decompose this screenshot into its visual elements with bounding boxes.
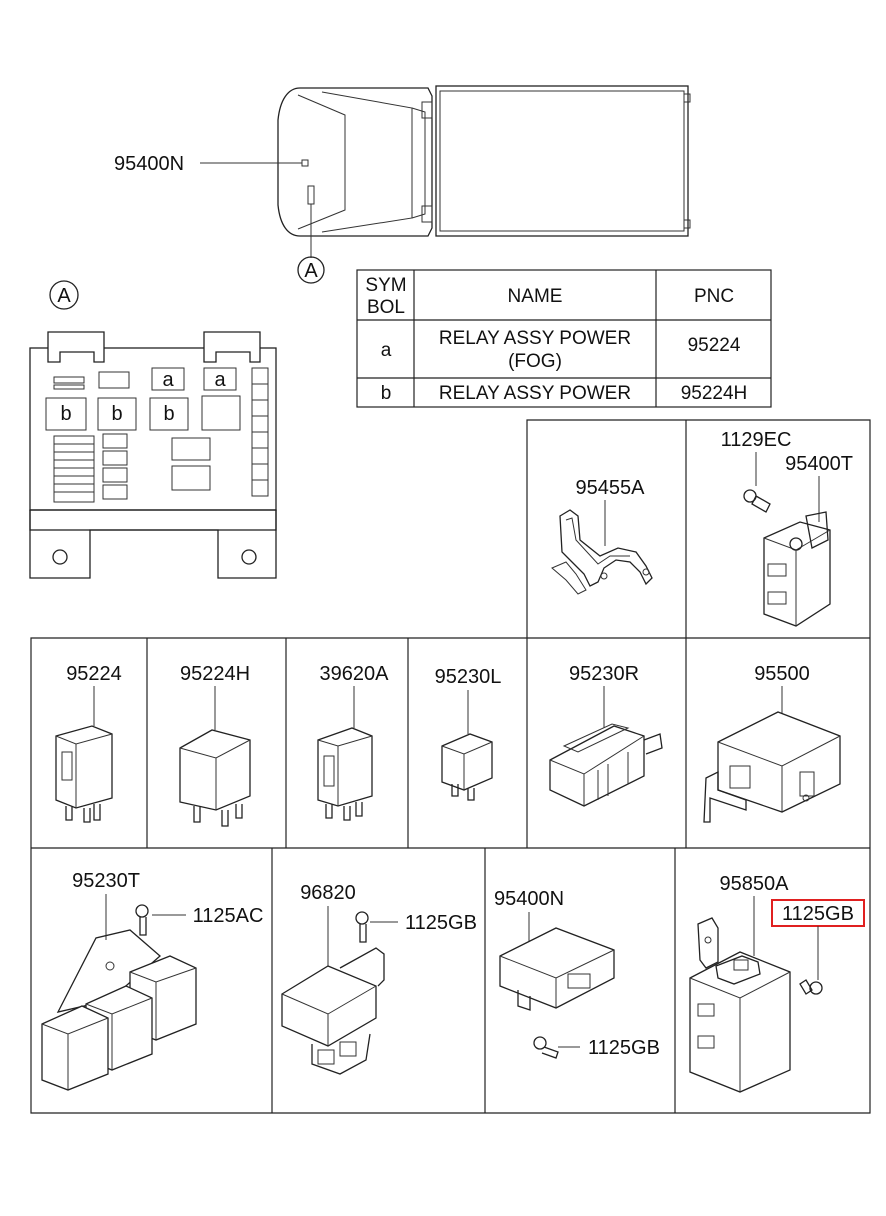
part-label-95455A: 95455A	[576, 477, 646, 499]
table-row-b-sym: b	[381, 383, 392, 404]
table-row-a-name-line1: RELAY ASSY POWER	[439, 328, 631, 349]
part-label-95230L: 95230L	[435, 666, 502, 688]
relay-39620A-drawing	[317, 686, 373, 821]
part-label-1125GB-highlighted[interactable]: 1125GB	[782, 903, 854, 925]
vehicle-top-view	[200, 85, 691, 284]
module-95850A-drawing	[689, 896, 823, 1093]
part-label-95850A: 95850A	[720, 873, 790, 895]
module-95500-drawing	[703, 686, 841, 823]
fuse-box-slot-a-2: a	[214, 369, 226, 391]
module-95400N-drawing	[499, 912, 615, 1059]
fuse-box-slot-b-3: b	[163, 403, 174, 425]
symbol-table	[356, 269, 772, 408]
table-row-b-pnc: 95224H	[681, 383, 748, 404]
relay-95224H-drawing	[179, 686, 251, 827]
table-row-a-pnc: 95224	[688, 335, 741, 356]
relay-cluster-95230T-drawing	[41, 894, 197, 1091]
relay-95224-drawing	[55, 686, 113, 823]
bracket-95455A-drawing	[551, 500, 653, 595]
relay-95230L-drawing	[441, 690, 493, 801]
table-header-sym-line1: SYM	[365, 275, 406, 296]
part-label-1125AC: 1125AC	[193, 905, 264, 927]
fuse-box-slot-a-1: a	[162, 369, 174, 391]
module-95400T-drawing	[743, 452, 831, 627]
part-label-1129EC: 1129EC	[721, 429, 792, 451]
part-label-39620A: 39620A	[320, 663, 390, 685]
module-96820-drawing	[281, 906, 398, 1075]
table-row-a-name-line2: (FOG)	[508, 351, 562, 372]
fuse-box-slot-b-2: b	[111, 403, 122, 425]
part-label-95400N: 95400N	[494, 888, 564, 910]
part-label-96820: 96820	[300, 882, 356, 904]
fuse-box-drawing	[29, 331, 277, 579]
part-label-95230R: 95230R	[569, 663, 639, 685]
block-95230R-drawing	[549, 686, 663, 807]
vehicle-callout-letter: A	[304, 260, 318, 282]
table-header-name: NAME	[508, 286, 563, 307]
table-row-a-sym: a	[381, 340, 392, 361]
table-header-pnc: PNC	[694, 286, 734, 307]
part-label-95400T: 95400T	[785, 453, 853, 475]
table-header-sym-line2: BOL	[367, 297, 405, 318]
vehicle-part-label: 95400N	[114, 153, 184, 175]
part-label-95230T: 95230T	[72, 870, 140, 892]
part-label-95500: 95500	[754, 663, 810, 685]
fuse-box-slot-b-1: b	[60, 403, 71, 425]
table-row-b-name: RELAY ASSY POWER	[439, 383, 631, 404]
part-label-1125GB-a: 1125GB	[405, 912, 477, 934]
part-label-95224: 95224	[66, 663, 122, 685]
part-label-95224H: 95224H	[180, 663, 250, 685]
part-label-1125GB-b: 1125GB	[588, 1037, 660, 1059]
fuse-box-callout-letter: A	[57, 285, 71, 307]
parts-grid	[30, 419, 871, 1114]
